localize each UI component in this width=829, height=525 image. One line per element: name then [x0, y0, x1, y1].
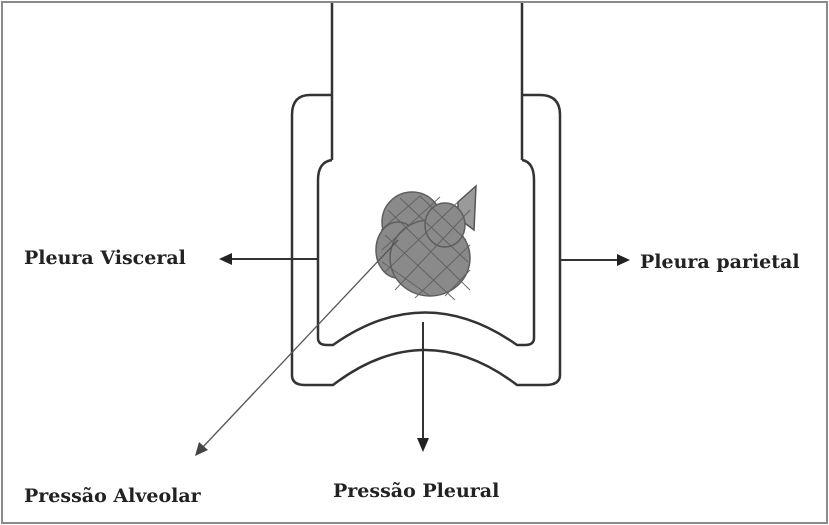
label-pressao-alveolar: Pressão Alveolar	[24, 487, 201, 506]
label-pressao-pleural: Pressão Pleural	[333, 482, 499, 501]
alveolus-shape	[376, 186, 476, 300]
parietal-arrowhead	[617, 254, 630, 266]
label-pleura-parietal: Pleura parietal	[640, 253, 800, 272]
alveolar-arrow-line	[202, 240, 398, 448]
pleural-arrowhead	[417, 438, 429, 452]
visceral-arrowhead	[219, 253, 232, 265]
label-pleura-visceral: Pleura Visceral	[24, 249, 186, 268]
